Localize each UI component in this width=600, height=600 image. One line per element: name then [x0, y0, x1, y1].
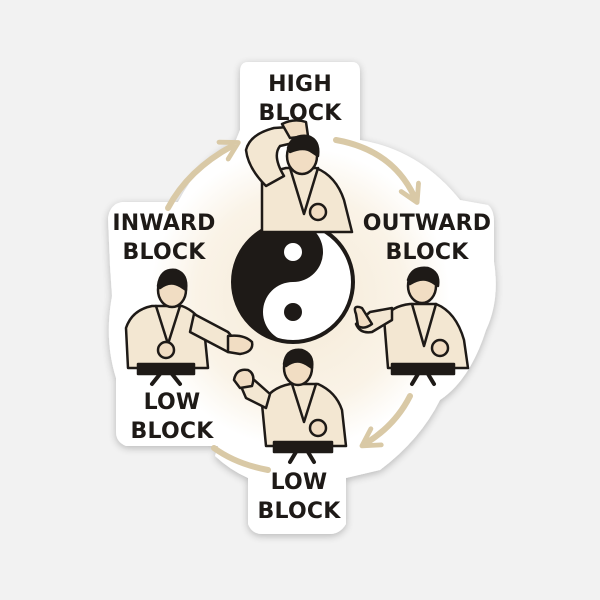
low-block-bottom-label: LOW BLOCK — [244, 468, 354, 526]
high-block-label: HIGH BLOCK — [236, 70, 364, 128]
high-block-label-line1: HIGH — [268, 72, 332, 97]
low-block-left-label-line2: BLOCK — [130, 419, 214, 444]
inward-block-label-line2: BLOCK — [122, 240, 206, 265]
high-block-label-line2: BLOCK — [258, 101, 342, 126]
low-block-bottom-label-line1: LOW — [270, 470, 328, 495]
inward-block-label-line1: INWARD — [112, 211, 216, 236]
outward-block-figure — [353, 266, 470, 386]
cycle-arrow-icon — [165, 137, 421, 473]
outward-block-label-line1: OUTWARD — [362, 211, 492, 236]
inward-block-label: INWARD BLOCK — [104, 209, 224, 267]
outward-block-label: OUTWARD BLOCK — [356, 209, 498, 267]
high-block-figure — [244, 119, 354, 234]
low-block-left-label-line1: LOW — [143, 390, 201, 415]
outward-block-label-line2: BLOCK — [385, 240, 469, 265]
low-block-figure — [232, 348, 348, 464]
low-block-left-label: LOW BLOCK — [114, 388, 230, 446]
inward-block-figure — [124, 268, 254, 386]
low-block-bottom-label-line2: BLOCK — [257, 499, 341, 524]
yin-yang-icon — [231, 220, 355, 344]
